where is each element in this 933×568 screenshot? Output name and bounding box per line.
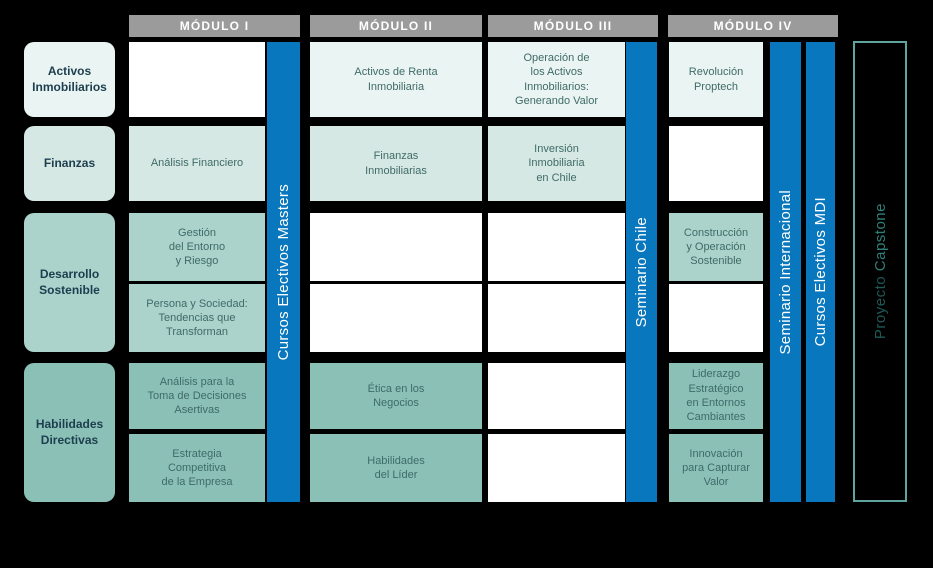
cell-mod3-row3-empty: [488, 213, 625, 281]
module-header-4-label: MÓDULO IV: [713, 19, 793, 33]
module-header-3-label: MÓDULO III: [533, 19, 613, 33]
module-header-2-label: MÓDULO II: [358, 19, 434, 33]
row-label-desarrollo-sostenible: Desarrollo Sostenible: [24, 213, 115, 352]
cell-mod2-row3-empty: [310, 213, 482, 281]
cell-mod4-row5: Liderazgo Estratégico en Entornos Cambia…: [669, 363, 763, 429]
module-header-2: MÓDULO II: [310, 15, 482, 37]
cell-mod3-row5-empty: [488, 363, 625, 429]
cell-mod1-row3: Gestión del Entorno y Riesgo: [129, 213, 265, 281]
cell-mod3-row4-empty: [488, 284, 625, 352]
capstone-word-proyecto: Proyecto: [871, 276, 889, 340]
cell-mod1-row5: Análisis para la Toma de Decisiones Aser…: [129, 363, 265, 429]
cell-mod3-row1: Operación de los Activos Inmobiliarios: …: [488, 42, 625, 117]
cell-mod1-row1-empty: [129, 42, 265, 117]
bar-cursos-electivos-mdi-label: Cursos Electivos MDI: [812, 197, 829, 347]
cell-mod3-row2: Inversión Inmobiliaria en Chile: [488, 126, 625, 201]
bar-cursos-electivos-mdi: Cursos Electivos MDI: [806, 42, 835, 502]
cell-mod4-row6: Innovación para Capturar Valor: [669, 434, 763, 502]
module-header-1: MÓDULO I: [129, 15, 300, 37]
bar-seminario-internacional: Seminario Internacional: [770, 42, 801, 502]
row-label-finanzas: Finanzas: [24, 126, 115, 201]
module-header-1-label: MÓDULO I: [179, 19, 250, 33]
cell-mod4-row2-empty: [669, 126, 763, 201]
bar-seminario-chile: Seminario Chile: [626, 42, 657, 502]
cell-mod4-row4-empty: [669, 284, 763, 352]
cell-mod2-row5: Ética en los Negocios: [310, 363, 482, 429]
cell-mod2-row2: Finanzas Inmobiliarias: [310, 126, 482, 201]
capstone-word-capstone: Capstone: [871, 203, 889, 272]
proyecto-capstone-box: Proyecto Capstone: [853, 41, 907, 502]
cell-mod4-row1: Revolución Proptech: [669, 42, 763, 117]
bar-seminario-chile-label: Seminario Chile: [633, 216, 650, 328]
row-label-habilidades-directivas: Habilidades Directivas: [24, 363, 115, 502]
bar-cursos-electivos-masters: Cursos Electivos Masters: [267, 42, 300, 502]
bar-cursos-electivos-masters-label: Cursos Electivos Masters: [275, 183, 292, 361]
cell-mod1-row2: Análisis Financiero: [129, 126, 265, 201]
row-label-activos-inmobiliarios: Activos Inmobiliarios: [24, 42, 115, 117]
cell-mod1-row4: Persona y Sociedad: Tendencias que Trans…: [129, 284, 265, 352]
module-header-3: MÓDULO III: [488, 15, 658, 37]
cell-mod4-row3: Construcción y Operación Sostenible: [669, 213, 763, 281]
proyecto-capstone-label: Proyecto Capstone: [872, 203, 889, 339]
cell-mod1-row6: Estrategia Competitiva de la Empresa: [129, 434, 265, 502]
cell-mod2-row6: Habilidades del Líder: [310, 434, 482, 502]
cell-mod3-row6-empty: [488, 434, 625, 502]
module-header-4: MÓDULO IV: [668, 15, 838, 37]
cell-mod2-row1: Activos de Renta Inmobiliaria: [310, 42, 482, 117]
bar-seminario-internacional-label: Seminario Internacional: [777, 189, 794, 355]
cell-mod2-row4-empty: [310, 284, 482, 352]
